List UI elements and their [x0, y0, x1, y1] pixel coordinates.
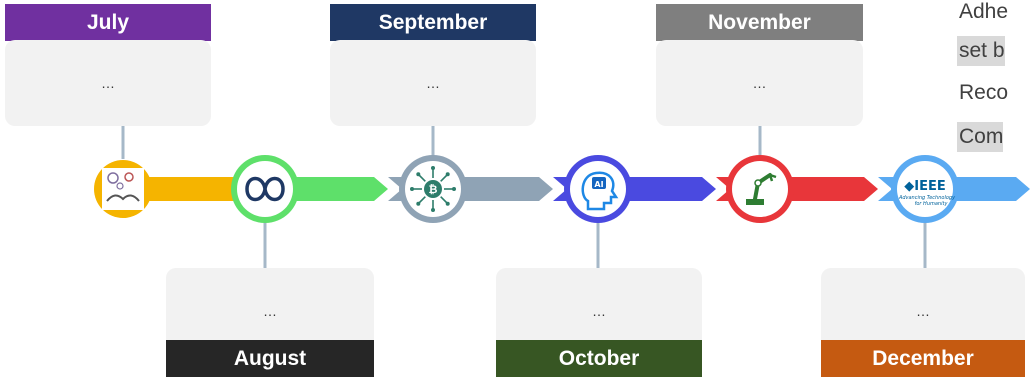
svg-text:◆IEEE: ◆IEEE — [904, 179, 945, 194]
svg-text:₿: ₿ — [429, 183, 438, 196]
milestone-card-july: July … — [5, 4, 211, 126]
milestone-card-august: … August — [166, 268, 374, 377]
milestone-card-october: … October — [496, 268, 702, 377]
svg-text:AI: AI — [594, 180, 603, 189]
milestone-description-september: … — [330, 40, 536, 126]
milestone-description-december: … — [821, 268, 1025, 354]
milestone-description-august: … — [166, 268, 374, 354]
side-note-2: set b — [957, 36, 1005, 66]
month-label-august: August — [166, 340, 374, 377]
side-note-4: Com — [957, 122, 1004, 152]
side-note-1: Adhe — [959, 0, 1009, 23]
month-label-september: September — [330, 4, 536, 41]
handshake-network-icon — [94, 160, 152, 218]
side-note-3: Reco — [959, 81, 1009, 104]
svg-text:Advancing Technology: Advancing Technology — [898, 195, 956, 201]
bitcoin-circuit-icon: ₿ — [399, 155, 467, 223]
milestone-description-july: … — [5, 40, 211, 126]
robot-arm-icon — [726, 155, 794, 223]
month-label-july: July — [5, 4, 211, 41]
milestone-card-september: September … — [330, 4, 536, 126]
milestone-card-december: … December — [821, 268, 1025, 377]
milestone-card-november: November … — [656, 4, 863, 126]
month-label-november: November — [656, 4, 863, 41]
milestone-description-october: … — [496, 268, 702, 354]
milestone-description-november: … — [656, 40, 863, 126]
infinity-chain-icon — [231, 155, 299, 223]
month-label-october: October — [496, 340, 702, 377]
ai-head-icon: AI — [564, 155, 632, 223]
month-label-december: December — [821, 340, 1025, 377]
svg-text:for Humanity: for Humanity — [915, 201, 949, 207]
